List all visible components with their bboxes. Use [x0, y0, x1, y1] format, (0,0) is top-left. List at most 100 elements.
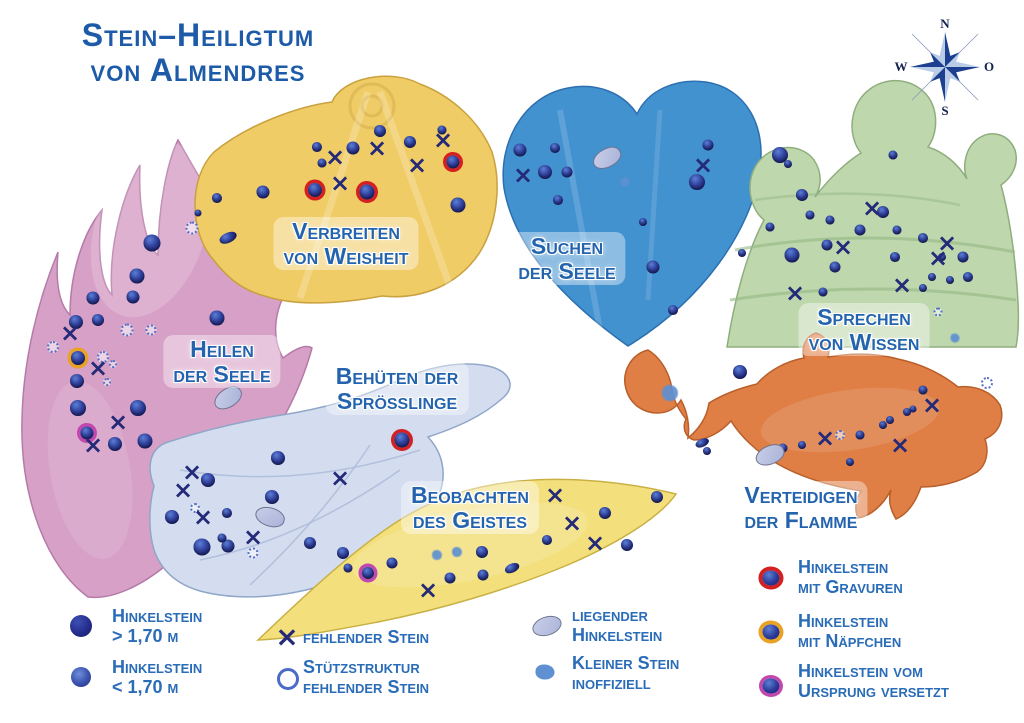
stone-marker [362, 567, 374, 579]
stone-marker [271, 451, 285, 465]
stone-marker [821, 239, 833, 251]
stone-marker [946, 276, 954, 284]
missing-stone-marker: × [329, 169, 351, 197]
missing-stone-marker: × [329, 464, 351, 492]
stone-marker [71, 351, 85, 365]
missing-stone-marker: × [432, 126, 454, 154]
stone-relocated-icon [762, 678, 780, 694]
stone-marker [343, 563, 353, 573]
missing-stone-marker: × [584, 529, 606, 557]
stone-marker [798, 441, 806, 449]
support-structure-marker [109, 360, 117, 368]
stone-marker [312, 142, 322, 152]
stone-marker [886, 416, 894, 424]
stone-marker [938, 253, 946, 261]
region-behueten-der-sproesslinge [149, 363, 511, 598]
missing-stone-marker: × [406, 151, 428, 179]
stone-large-icon [70, 615, 92, 637]
missing-stone-marker: × [59, 319, 81, 347]
support-structure-marker [835, 430, 845, 440]
stone-marker [651, 491, 663, 503]
stone-marker [909, 405, 917, 413]
stone-marker [538, 165, 552, 179]
stone-marker [621, 539, 633, 551]
stone-marker [70, 374, 84, 388]
stone-marker [772, 147, 788, 163]
stone-marker [646, 260, 660, 274]
stone-marker [733, 365, 747, 379]
stone-marker [80, 426, 94, 440]
stone-marker [668, 305, 678, 315]
stone-marker [386, 557, 398, 569]
missing-stone-marker: × [87, 354, 109, 382]
region-beobachten-des-geistes [256, 478, 678, 641]
stone-marker [892, 225, 902, 235]
stone-marker [784, 160, 792, 168]
missing-stone-marker: × [242, 523, 264, 551]
stone-marker [304, 537, 316, 549]
stone-marker [394, 432, 410, 448]
stone-marker [918, 233, 928, 243]
small-stone-marker [620, 177, 630, 187]
missing-stone-marker: × [889, 431, 911, 459]
stone-marker [796, 189, 808, 201]
svg-text:O: O [984, 59, 994, 74]
stone-marker [599, 507, 611, 519]
stone-marker [689, 174, 705, 190]
support-structure-marker [933, 307, 943, 317]
stone-marker [201, 473, 215, 487]
region-label-suchen-der-seele: Suchen der Seele [508, 232, 626, 286]
map-title-line1: Stein–Heiligtum [81, 17, 315, 53]
map-title: Stein–Heiligtum von Almendres [82, 18, 314, 87]
stone-marker [193, 538, 211, 556]
stone-marker [765, 222, 775, 232]
missing-stone-marker: × [692, 151, 714, 179]
stone-marker [374, 125, 386, 137]
support-structure-marker [247, 547, 259, 559]
stone-marker [69, 315, 83, 329]
stone-marker [963, 272, 973, 282]
stone-marker [825, 215, 835, 225]
stone-marker [130, 400, 146, 416]
stone-marker [477, 569, 489, 581]
missing-stone-marker: × [891, 271, 913, 299]
stone-marker [846, 458, 854, 466]
region-label-sprechen-von-wissen: Sprechen von Wissen [798, 303, 930, 357]
stone-marker [702, 139, 714, 151]
stone-marker [818, 287, 828, 297]
missing-stone-marker: × [324, 143, 346, 171]
stone-marker [217, 229, 239, 247]
stone-marker [108, 437, 122, 451]
missing-stone-marker: × [861, 194, 883, 222]
stone-marker [126, 290, 140, 304]
small-unofficial-stone-icon [535, 664, 555, 680]
stone-marker [784, 247, 800, 263]
stone-marker [703, 447, 711, 455]
stone-marker [877, 206, 889, 218]
region-label-beobachten-des-geistes: Beobachten des Geistes [401, 481, 539, 535]
stone-marker [221, 539, 235, 553]
stone-marker [957, 251, 969, 263]
missing-stone-marker: × [172, 476, 194, 504]
missing-stone-marker: × [544, 481, 566, 509]
stone-marker [143, 234, 161, 252]
stone-marker [503, 560, 521, 576]
stone-marker [359, 184, 375, 200]
missing-stone-marker: × [921, 391, 943, 419]
stone-marker [553, 195, 563, 205]
region-verteidigen-der-flamme [624, 332, 1003, 520]
support-structure-marker [120, 323, 134, 337]
stone-marker [879, 421, 887, 429]
region-verbreiten-von-weisheit [194, 75, 498, 304]
stone-marker [829, 261, 841, 273]
stone-marker [805, 210, 815, 220]
stone-marker [918, 385, 928, 395]
region-label-behueten-der-sproesslinge: Behüten der Sprösslinge [325, 362, 469, 416]
stone-marker [86, 291, 100, 305]
missing-stone-marker: × [832, 233, 854, 261]
stone-marker [903, 408, 911, 416]
region-label-heilen-der-seele: Heilen der Seele [163, 335, 281, 389]
stone-marker [222, 508, 232, 518]
stone-marker [639, 218, 647, 226]
support-structure-marker [190, 503, 200, 513]
